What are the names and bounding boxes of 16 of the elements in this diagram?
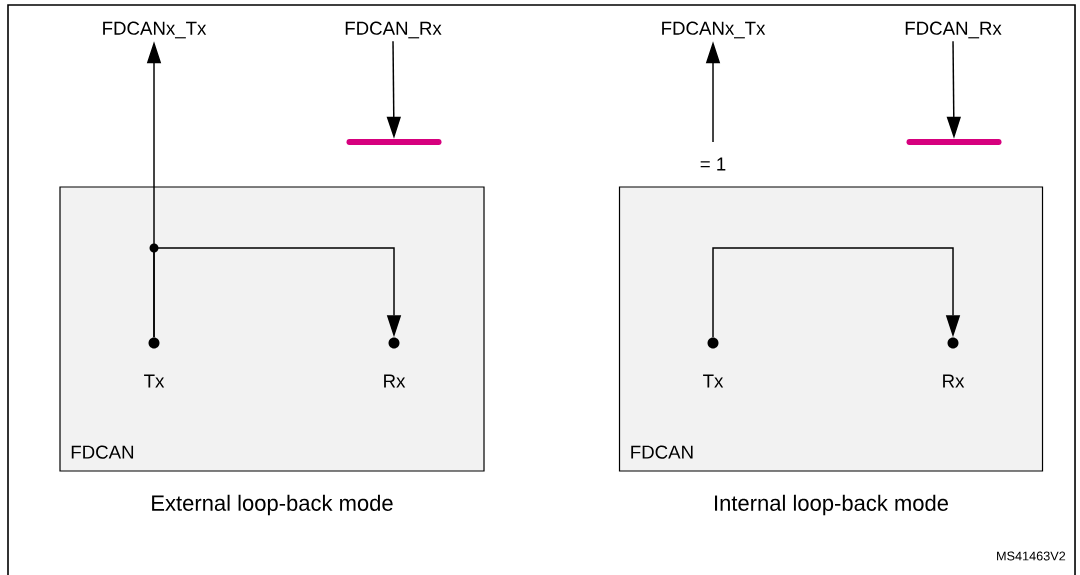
bus-bar [346,139,442,145]
signal-label: FDCANx_Tx [103,21,207,39]
mode-label: Internal loop-back mode [715,494,948,516]
pin-label: Tx [703,374,724,388]
mode-label: External loop-back mode [152,494,393,516]
pin-label: Tx [144,374,165,388]
arrow [712,247,961,338]
signal-label: FDCANx_Tx [662,21,766,39]
bus-bar [906,139,1002,145]
arrow [149,243,402,338]
edge-label: = 1 [698,156,728,172]
figure-code: MS41463V2 [997,551,1066,561]
signal-label: FDCAN_Rx [905,21,1002,39]
pin-label: Rx [943,374,965,388]
signal-label: FDCAN_Rx [345,21,442,39]
pin-label: Rx [384,374,406,388]
